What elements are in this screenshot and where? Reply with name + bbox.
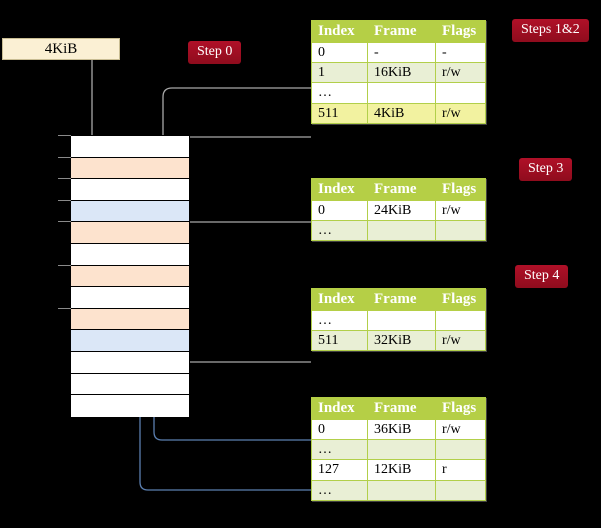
badge-steps-1-2: Steps 1&2: [512, 19, 589, 42]
physical-memory-column: [70, 135, 190, 417]
cell-frame: 36KiB: [367, 418, 436, 440]
cell-index: 0: [311, 418, 368, 440]
column-header-index: Index: [311, 397, 368, 420]
cell-flags: r/w: [435, 329, 486, 352]
table-row: …: [311, 479, 486, 502]
table-row: …: [311, 438, 486, 461]
cell-frame: 32KiB: [367, 329, 436, 352]
memory-frame-row: [71, 373, 189, 396]
memory-frame-row: [71, 136, 189, 158]
cell-flags: r/w: [435, 199, 486, 221]
cell-index: 511: [311, 102, 368, 125]
cell-index: 127: [311, 459, 368, 481]
memory-frame-row: [71, 157, 189, 180]
column-header-flags: Flags: [435, 20, 486, 43]
column-header-frame: Frame: [367, 288, 436, 311]
cell-flags: [435, 438, 486, 461]
wire-t2-to-mem: [177, 221, 311, 262]
column-header-frame: Frame: [367, 20, 436, 43]
cell-index: …: [311, 82, 368, 104]
source-block-4kib: 4KiB: [2, 38, 120, 60]
cell-index: …: [311, 479, 368, 502]
cell-flags: r/w: [435, 61, 486, 84]
cell-frame: [367, 219, 436, 242]
cell-index: …: [311, 309, 368, 331]
memory-frame-row: [71, 351, 189, 374]
cell-flags: r/w: [435, 418, 486, 440]
column-header-index: Index: [311, 178, 368, 201]
wire-t3-to-mem: [175, 310, 311, 363]
cell-flags: [435, 479, 486, 502]
wire-t1-to-mem: [169, 136, 311, 154]
cell-flags: -: [435, 41, 486, 63]
cell-frame: 4KiB: [367, 102, 436, 125]
memory-frame-row: [71, 395, 189, 417]
memory-row-tick: [58, 135, 71, 136]
memory-frame-row: [71, 200, 189, 223]
badge-step-0: Step 0: [188, 41, 242, 64]
cell-frame: [367, 438, 436, 461]
cell-flags: [435, 219, 486, 242]
cell-index: …: [311, 438, 368, 461]
table-row: 0--: [311, 41, 486, 63]
memory-frame-row: [71, 287, 189, 309]
cell-frame: -: [367, 41, 436, 63]
memory-frame-row: [71, 308, 189, 331]
column-header-flags: Flags: [435, 288, 486, 311]
cell-index: 511: [311, 329, 368, 352]
cell-frame: 24KiB: [367, 199, 436, 221]
badge-step-3: Step 3: [519, 158, 573, 181]
memory-row-tick: [58, 221, 71, 223]
cell-frame: 12KiB: [367, 459, 436, 481]
cell-flags: [435, 82, 486, 104]
memory-frame-row: [71, 179, 189, 201]
cell-index: 0: [311, 199, 368, 221]
memory-frame-row: [71, 330, 189, 352]
memory-frame-row: [71, 222, 189, 244]
column-header-index: Index: [311, 20, 368, 43]
cell-frame: [367, 479, 436, 502]
column-header-index: Index: [311, 288, 368, 311]
cell-index: 0: [311, 41, 368, 63]
cell-flags: [435, 309, 486, 331]
memory-row-tick: [58, 178, 71, 180]
memory-row-tick: [58, 307, 71, 309]
column-header-frame: Frame: [367, 178, 436, 201]
cell-flags: r: [435, 459, 486, 481]
badge-step-4: Step 4: [515, 265, 569, 288]
cell-frame: [367, 309, 436, 331]
table-row: …: [311, 219, 486, 242]
column-header-flags: Flags: [435, 178, 486, 201]
table-row: …: [311, 82, 486, 104]
memory-row-tick: [58, 156, 71, 158]
column-header-frame: Frame: [367, 397, 436, 420]
memory-frame-row: [71, 265, 189, 288]
memory-row-tick: [58, 264, 71, 266]
memory-row-tick: [58, 199, 71, 201]
cell-frame: [367, 82, 436, 104]
cell-flags: r/w: [435, 102, 486, 125]
memory-frame-row: [71, 243, 189, 266]
column-header-flags: Flags: [435, 397, 486, 420]
cell-frame: 16KiB: [367, 61, 436, 84]
cell-index: …: [311, 219, 368, 242]
table-row: …: [311, 309, 486, 331]
cell-index: 1: [311, 61, 368, 84]
